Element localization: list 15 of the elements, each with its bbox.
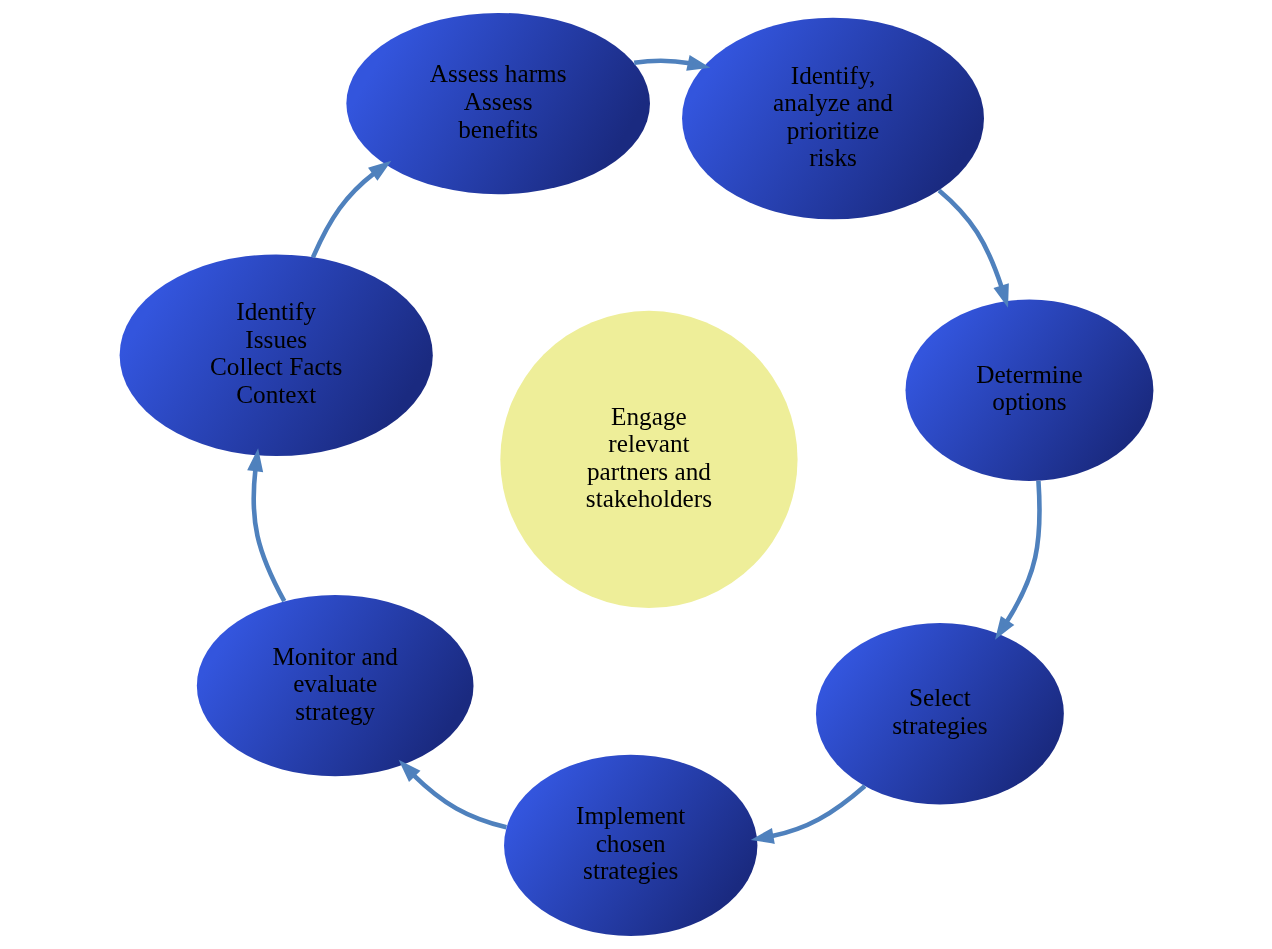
node-ellipse: Select strategies — [815, 623, 1064, 805]
node-ellipse: Monitor and evaluate strategy — [196, 595, 473, 777]
arrow — [750, 784, 866, 844]
arrow — [633, 55, 710, 71]
node-ellipse: Identify, analyze and prioritize risks — [681, 17, 984, 220]
node-ellipse: Implement chosen strategies — [503, 754, 757, 937]
arrow — [994, 480, 1042, 640]
node-ellipse: Assess harms Assess benefits — [345, 12, 650, 195]
arrow — [310, 160, 391, 259]
node-ellipse: Identify Issues Collect Facts Context — [119, 254, 433, 457]
node-ellipse: Determine options — [905, 299, 1153, 481]
arrow — [937, 188, 1009, 308]
node-circle: Engage relevant partners and stakeholders — [499, 310, 798, 609]
arrow — [398, 759, 507, 830]
arrow — [246, 448, 286, 603]
